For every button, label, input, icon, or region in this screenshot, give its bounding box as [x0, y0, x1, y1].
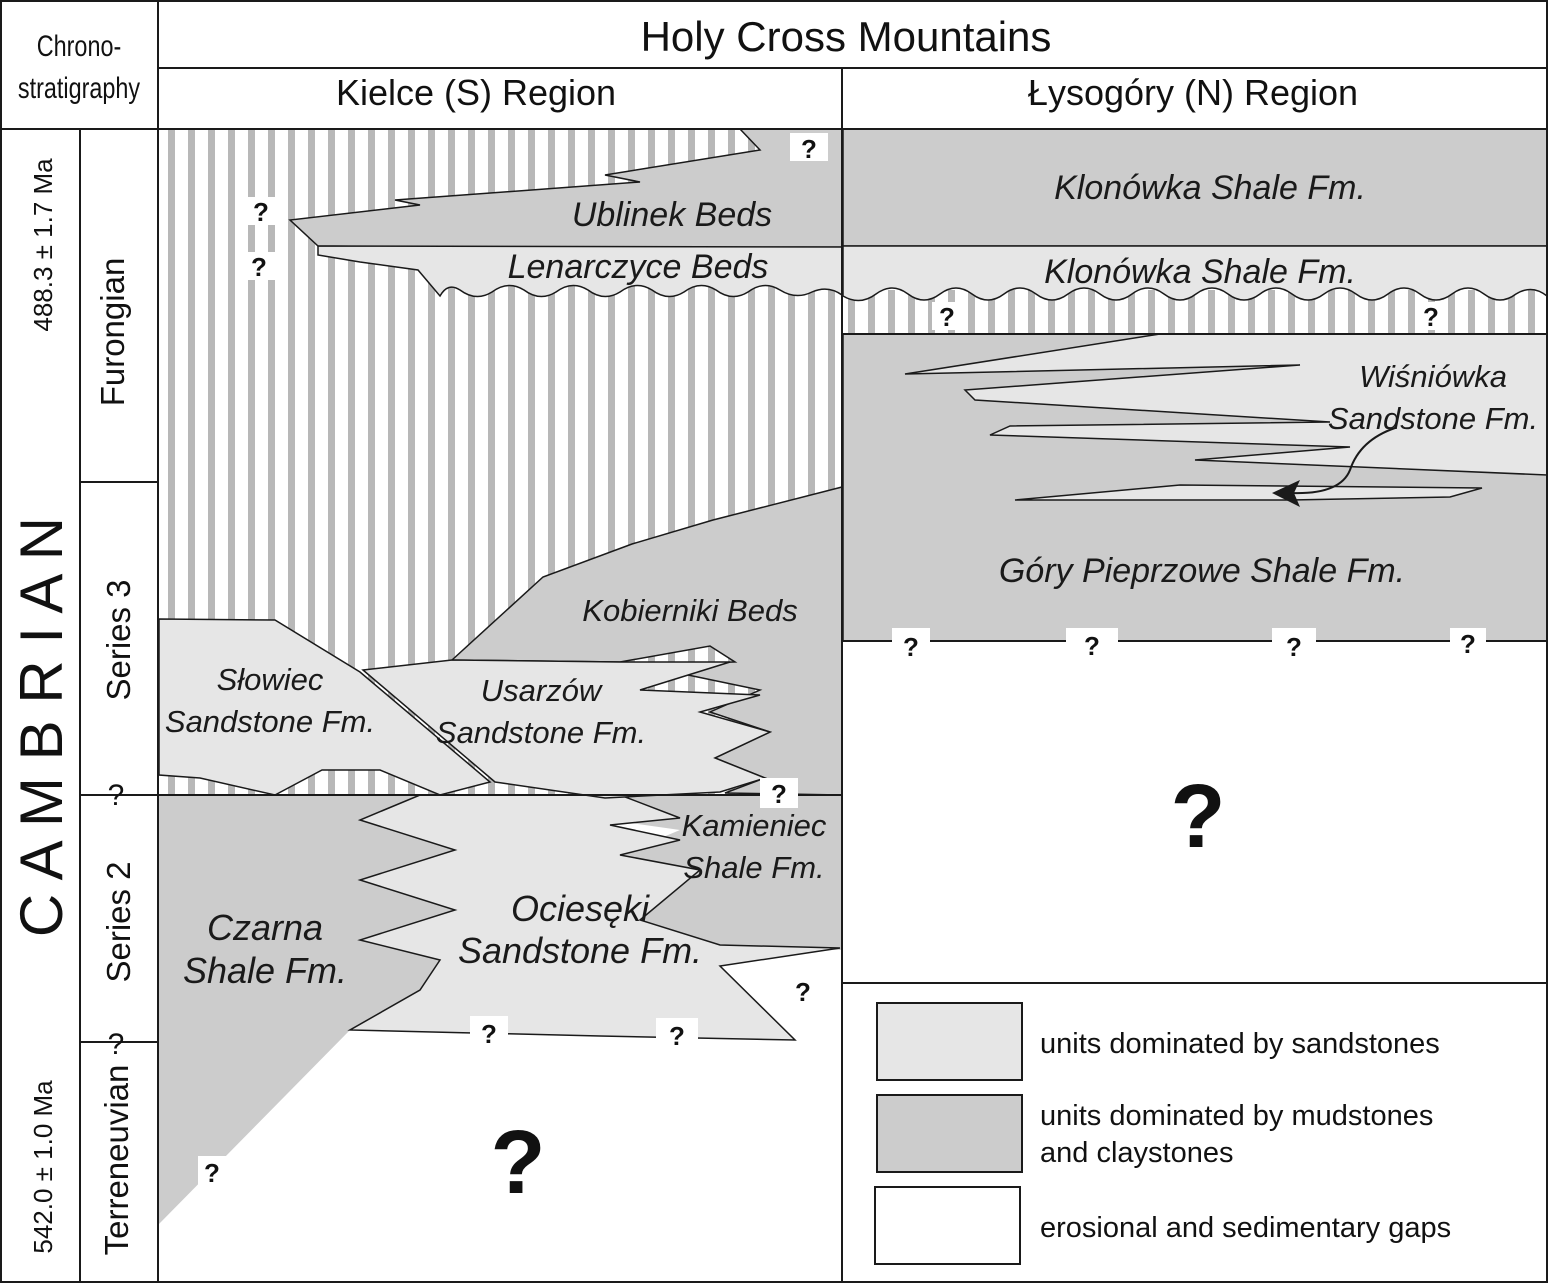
chart-title: Holy Cross Mountains [641, 13, 1052, 60]
wisniowka-arrow-line [1289, 427, 1396, 495]
boundary-uncertain-upper: ? [108, 779, 125, 812]
uncertainty-markers: ? ? ? ? ? ? ? ? ? ? ? ? ? ? [198, 133, 1486, 1188]
label-ociesek-1: Ociesęki [511, 888, 650, 929]
age-bottom-label: 542.0 ± 1.0 Ma [28, 1080, 58, 1254]
legend: units dominated by sandstones units domi… [874, 1002, 1451, 1265]
chrono-header-line2: stratigraphy [18, 71, 141, 104]
legend-swatch-sandstone [876, 1002, 1023, 1081]
label-slowiec-1: Słowiec [217, 662, 324, 697]
label-wisniowka-2: Sandstone Fm. [1328, 401, 1538, 436]
system-label: C A M B R I A N [8, 517, 75, 937]
legend-label-sandstone: units dominated by sandstones [1040, 1028, 1440, 1060]
question-mark: ? [1460, 629, 1476, 659]
question-mark: ? [801, 134, 817, 164]
label-kamieniec-2: Shale Fm. [683, 850, 824, 885]
lysogory-region-header: Łysogóry (N) Region [1028, 72, 1358, 113]
label-ociesek-2: Sandstone Fm. [458, 930, 702, 971]
wisniowka-tongue-lower [1014, 484, 1483, 501]
question-mark: ? [669, 1021, 685, 1051]
gap-question-mark-kielce: ? [491, 1113, 546, 1213]
question-mark: ? [795, 977, 811, 1007]
epoch-series-2: Series 2 [100, 861, 137, 982]
slowiec-sandstone-unit [158, 618, 492, 796]
boundary-uncertain-lower: ? [108, 1028, 125, 1061]
label-czarna-2: Shale Fm. [183, 950, 347, 991]
legend-label-mudstone-2: and claystones [1040, 1137, 1233, 1169]
age-top-label: 488.3 ± 1.7 Ma [28, 158, 58, 332]
label-usarzow-2: Sandstone Fm. [436, 715, 646, 750]
epoch-terreneuvian: Terreneuvian [98, 1065, 135, 1256]
label-usarzow-1: Usarzów [481, 673, 604, 708]
label-wisniowka-1: Wiśniówka [1359, 359, 1507, 394]
label-klonowka-lower: Klonówka Shale Fm. [1044, 253, 1356, 291]
legend-label-gap: erosional and sedimentary gaps [1040, 1212, 1451, 1244]
klonowka-lower-unit [842, 245, 1548, 302]
label-gory-pieprzowe: Góry Pieprzowe Shale Fm. [999, 552, 1405, 590]
question-mark: ? [771, 779, 787, 809]
question-mark: ? [1423, 302, 1439, 332]
question-mark: ? [903, 632, 919, 662]
question-mark: ? [1084, 631, 1100, 661]
question-mark: ? [253, 197, 269, 227]
wisniowka-arrow-head [1272, 480, 1300, 507]
chrono-header-line1: Chrono- [37, 29, 122, 62]
label-klonowka-upper: Klonówka Shale Fm. [1054, 169, 1366, 207]
legend-swatch-gap [874, 1186, 1021, 1265]
label-lenarczyce: Lenarczyce Beds [508, 248, 769, 286]
label-kobierniki: Kobierniki Beds [582, 593, 797, 628]
ociesek-sandstone-unit [347, 794, 841, 1041]
label-ublinek: Ublinek Beds [572, 196, 772, 234]
label-kamieniec-1: Kamieniec [682, 808, 827, 843]
gap-question-mark-lysogory: ? [1171, 767, 1226, 867]
legend-label-mudstone-1: units dominated by mudstones [1040, 1100, 1433, 1132]
question-mark: ? [251, 252, 267, 282]
epoch-furongian: Furongian [94, 258, 131, 407]
epoch-series-3: Series 3 [100, 579, 137, 700]
question-mark: ? [204, 1158, 220, 1188]
kielce-region-header: Kielce (S) Region [336, 72, 616, 113]
label-czarna-1: Czarna [207, 907, 323, 948]
usarzow-sandstone-unit [361, 659, 773, 799]
question-mark: ? [939, 302, 955, 332]
kamieniec-shale-unit [610, 795, 842, 950]
question-mark: ? [481, 1019, 497, 1049]
lenarczyce-beds-unit [317, 245, 843, 298]
label-slowiec-2: Sandstone Fm. [165, 704, 375, 739]
question-mark: ? [1286, 632, 1302, 662]
czarna-shale-unit [159, 795, 455, 1224]
legend-swatch-mudstone [876, 1094, 1023, 1173]
